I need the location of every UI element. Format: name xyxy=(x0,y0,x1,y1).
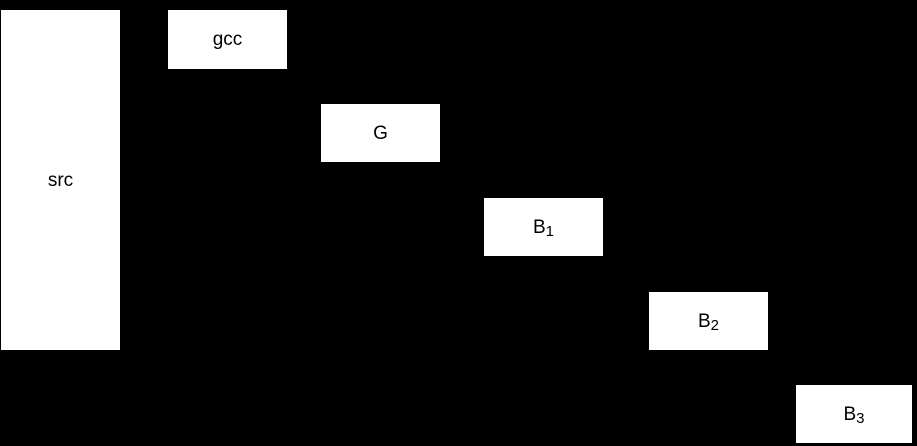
node-b1-label: B xyxy=(532,216,546,238)
node-b1-subscript: 1 xyxy=(545,222,555,240)
node-src-label: src xyxy=(47,169,74,191)
node-gcc-label: gcc xyxy=(212,29,243,50)
node-src: src xyxy=(1,10,120,350)
node-g: G xyxy=(321,104,440,162)
node-b3-label: B xyxy=(843,403,857,425)
node-g-label: G xyxy=(373,122,388,144)
node-b2-label: B xyxy=(697,310,711,332)
node-gcc: gcc xyxy=(168,10,287,69)
node-b2-subscript: 2 xyxy=(710,316,720,334)
node-b3-subscript: 3 xyxy=(856,409,865,427)
